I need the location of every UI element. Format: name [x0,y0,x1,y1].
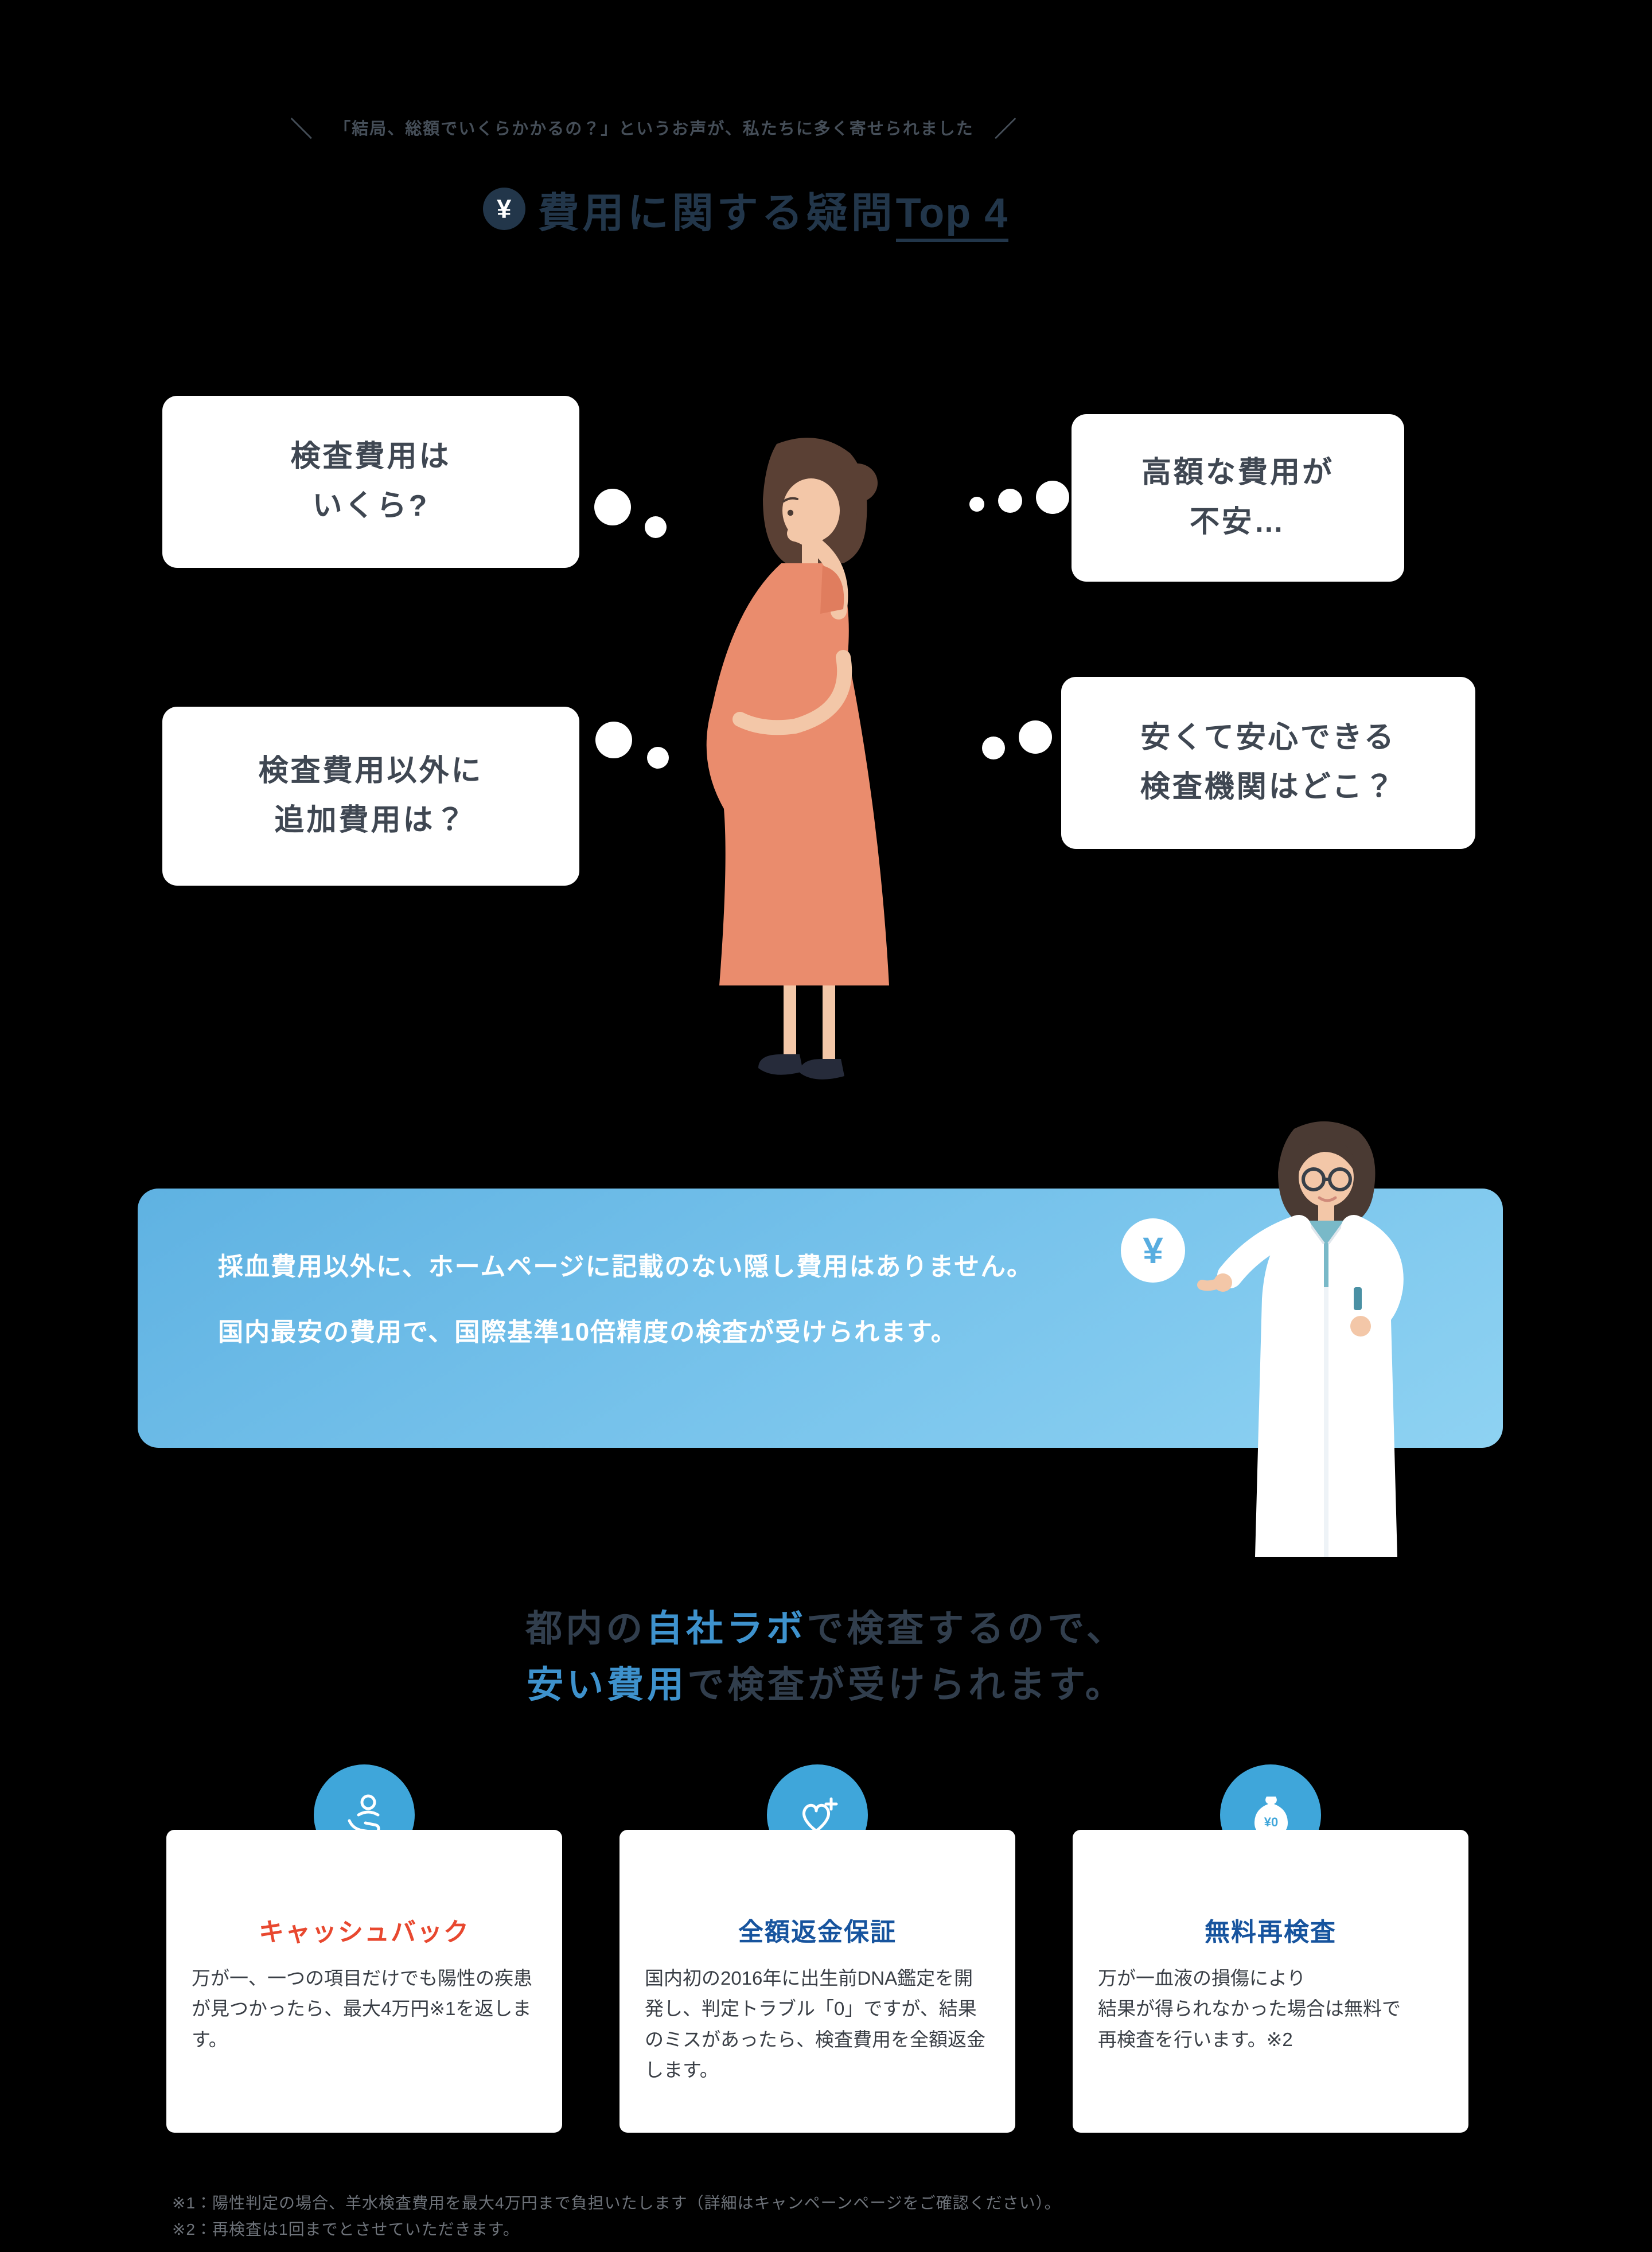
thought-dot [647,747,669,769]
banner-line-2: 国内最安の費用で、国際基準10倍精度の検査が受けられます。 [218,1318,957,1346]
lab-heading-line-1: 都内の自社ラボで検査するので、 [0,1599,1652,1652]
glasses-icon [1302,1167,1352,1191]
lab-heading-text: で検査するので、 [806,1608,1127,1649]
footnote-2: ※2：再検査は1回までとさせていただきます。 [172,2220,520,2239]
thought-dot [595,722,632,758]
thought-dot [645,516,667,538]
section-heading-cost-questions: ¥ 費用に関する疑問Top 4 [367,182,1124,242]
bubble-line: いくら? [312,489,430,523]
bubble-line: 安くて安心できる [1140,721,1396,755]
lab-heading-text: 都内の [525,1608,646,1649]
card-body: 国内初の2016年に出生前DNA鑑定を開発し、判定トラブル「0」ですが、結果のミ… [645,1967,985,2081]
thought-dot [1036,481,1069,514]
card-title: 全額返金保証 [738,1918,897,1946]
bubble-line: 不安… [1189,505,1286,539]
thought-dot [594,489,631,525]
thought-dot [1019,720,1052,754]
heading-text: 費用に関する疑問Top 4 [537,179,1009,242]
banner-line-1: 採血費用以外に、ホームページに記載のない隠し費用はありません。 [218,1253,1034,1281]
card-title: キャッシュバック [259,1918,470,1946]
card-free-retest: 無料再検査 万が一血液の損傷により 結果が得られなかった場合は無料で 再検査を行… [1073,1830,1468,2133]
tagline-text: 「結局、総額でいくらかかるの？」というお声が、私たちに多く寄せられました [334,119,974,138]
thought-dot [982,737,1005,759]
thought-dot [998,489,1022,513]
heading-top4: Top 4 [895,190,1009,242]
doctor-illustration [1197,1121,1404,1557]
card-body: 万が一血液の損傷により 結果が得られなかった場合は無料で 再検査を行います。※2 [1098,1967,1401,2050]
lab-heading-text: で検査が受けられます。 [687,1664,1125,1705]
yen-icon: ¥ [482,188,525,230]
yen-coin-icon: ¥ [1121,1218,1185,1283]
bubble-line: 検査費用以外に [258,754,484,788]
pregnant-woman-illustration [706,438,889,1080]
heading-title: 費用に関する疑問 [537,190,896,236]
lab-heading-highlight: 自社ラボ [646,1608,807,1649]
lab-heading-highlight: 安い費用 [527,1664,688,1705]
lab-heading-line-2: 安い費用で検査が受けられます。 [0,1655,1652,1708]
card-body: 万が一、一つの項目だけでも陽性の疾患が見つかったら、最大4万円※1を返します。 [192,1967,532,2050]
tagline-right-mark: ／ [994,118,1018,142]
bubble-line: 検査費用は [290,440,451,474]
thought-bubble-expensive: 高額な費用が 不安… [1072,414,1404,582]
money-bag-label: ¥0 [1264,1815,1278,1829]
footnote-1: ※1：陽性判定の場合、羊水検査費用を最大4万円まで負担いたします（詳細はキャンペ… [172,2194,1061,2212]
yen-symbol: ¥ [496,194,512,224]
card-refund-guarantee: 全額返金保証 国内初の2016年に出生前DNA鑑定を開発し、判定トラブル「0」で… [620,1830,1015,2133]
thought-bubble-extra-fees: 検査費用以外に 追加費用は？ [162,707,579,886]
tagline-left-mark: ＼ [290,118,314,142]
card-cashback: キャッシュバック 万が一、一つの項目だけでも陽性の疾患が見つかったら、最大4万円… [166,1830,562,2133]
bubble-line: 検査機関はどこ？ [1140,770,1397,804]
card-title: 無料再検査 [1205,1918,1337,1946]
thought-bubble-cost: 検査費用は いくら? [162,396,579,568]
tagline: ＼ 「結局、総額でいくらかかるの？」というお声が、私たちに多く寄せられました ／ [195,111,1113,143]
coin-symbol: ¥ [1143,1230,1163,1271]
footnotes: ※1：陽性判定の場合、羊水検査費用を最大4万円まで負担いたします（詳細はキャンペ… [172,2190,1061,2243]
bubble-line: 追加費用は？ [274,804,467,837]
thought-bubble-cheap-clinic: 安くて安心できる 検査機関はどこ？ [1061,677,1475,849]
thought-dot [969,497,984,512]
bubble-line: 高額な費用が [1141,456,1334,490]
